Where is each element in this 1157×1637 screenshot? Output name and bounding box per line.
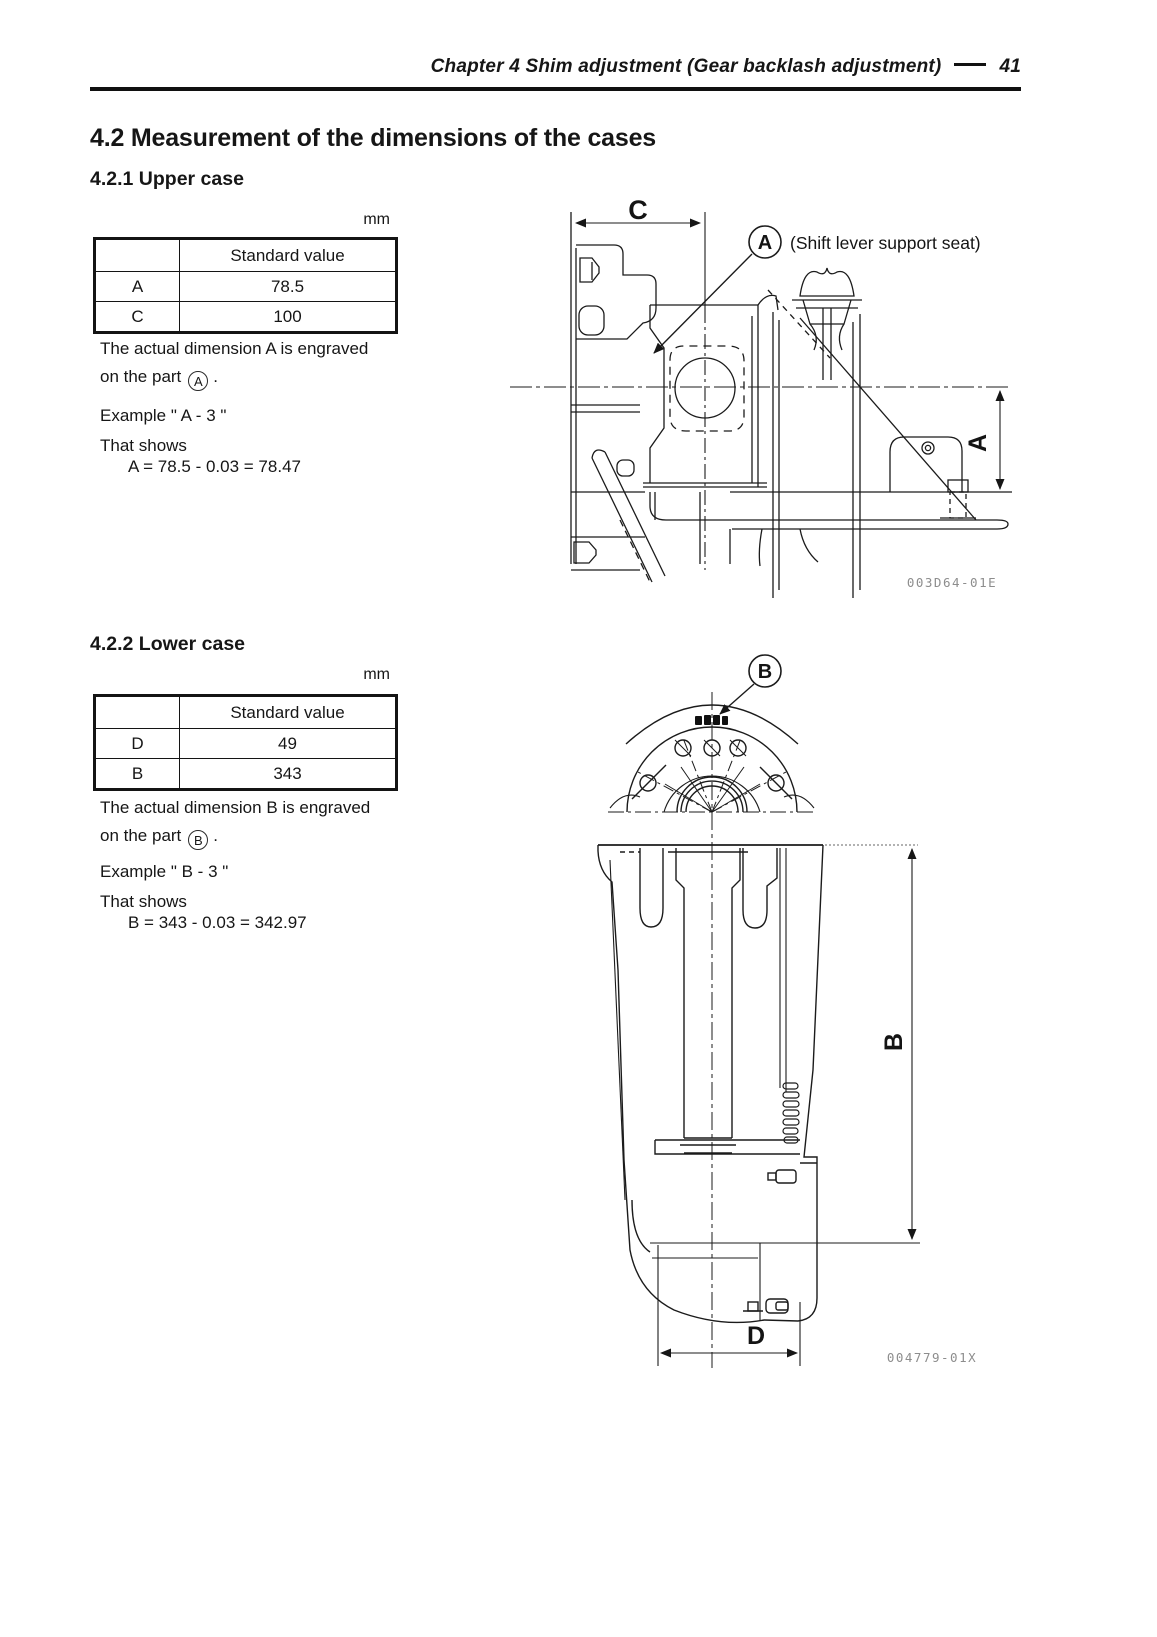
dim-d-label: D	[747, 1322, 765, 1350]
dimension-annotations	[510, 212, 1012, 570]
dim-label-cell: B	[94, 758, 180, 790]
note-text: on the part	[100, 367, 182, 386]
table-header-row: Standard value	[94, 238, 397, 272]
figure-code-upper: 003D64-01E	[907, 575, 997, 590]
example-line: Example " B - 3 "	[100, 862, 229, 881]
dim-value-cell: 78.5	[179, 271, 397, 302]
callout-a-text: (Shift lever support seat)	[790, 233, 981, 253]
chapter-title: Chapter 4 Shim adjustment (Gear backlash…	[430, 56, 942, 77]
standard-value-header: Standard value	[179, 238, 397, 272]
case-drawing	[570, 212, 1012, 598]
dim-value-cell: 343	[179, 758, 397, 790]
formula-line: B = 343 - 0.03 = 342.97	[128, 913, 307, 932]
dim-value-cell: 100	[179, 301, 397, 333]
dim-label-cell: D	[94, 728, 180, 759]
dim-value-cell: 49	[179, 728, 397, 759]
note-period: .	[213, 826, 219, 845]
subsection-lower-title: 4.2.2 Lower case	[90, 633, 246, 655]
page-header: Chapter 4 Shim adjustment (Gear backlash…	[90, 56, 1021, 78]
page-number: 41	[999, 56, 1021, 77]
that-shows-line: That shows	[100, 436, 187, 455]
note-period: .	[213, 367, 219, 386]
empty-header-cell	[94, 238, 180, 272]
callout-a-letter: A	[758, 232, 772, 254]
header-rule	[90, 87, 1021, 91]
lower-case-table: Standard value D 49 B 343	[93, 694, 398, 791]
dimension-annotations	[608, 654, 920, 1368]
empty-header-cell	[94, 695, 180, 729]
subsection-upper-title: 4.2.1 Upper case	[90, 168, 244, 190]
upper-case-table: Standard value A 78.5 C 100	[93, 237, 398, 334]
table-row: C 100	[94, 301, 397, 333]
note-line: The actual dimension B is engraved	[100, 798, 371, 817]
table-row: B 343	[94, 758, 397, 790]
dim-label-cell: C	[94, 301, 180, 333]
that-shows-line: That shows	[100, 892, 187, 911]
upper-case-figure: C A (Shift lever support seat) A 003D64-…	[510, 195, 1012, 598]
circled-part-letter: B	[188, 830, 209, 850]
table-row: D 49	[94, 728, 397, 759]
engraved-mark	[695, 715, 728, 725]
dim-c-label: C	[628, 195, 648, 225]
dim-label-cell: A	[94, 271, 180, 302]
note-line: on the part B.	[100, 826, 218, 850]
table-row: A 78.5	[94, 271, 397, 302]
note-text: on the part	[100, 826, 182, 845]
unit-label-upper: mm	[363, 211, 390, 228]
formula-line: A = 78.5 - 0.03 = 78.47	[128, 457, 301, 476]
dim-a-label: A	[964, 434, 992, 452]
table-header-row: Standard value	[94, 695, 397, 729]
side-view-drawing	[597, 844, 824, 1324]
header-dash	[954, 63, 987, 67]
note-line: on the part A.	[100, 367, 218, 391]
dim-b-label: B	[880, 1033, 908, 1051]
note-line: The actual dimension A is engraved	[100, 339, 369, 358]
lower-case-figure: B B D 004779-01X	[597, 654, 977, 1368]
unit-label-lower: mm	[363, 666, 390, 683]
standard-value-header: Standard value	[179, 695, 397, 729]
circled-part-letter: A	[188, 371, 209, 391]
section-title: 4.2 Measurement of the dimensions of the…	[90, 124, 656, 152]
figure-code-lower: 004779-01X	[887, 1350, 977, 1365]
example-line: Example " A - 3 "	[100, 406, 227, 425]
callout-b-letter: B	[758, 661, 772, 683]
